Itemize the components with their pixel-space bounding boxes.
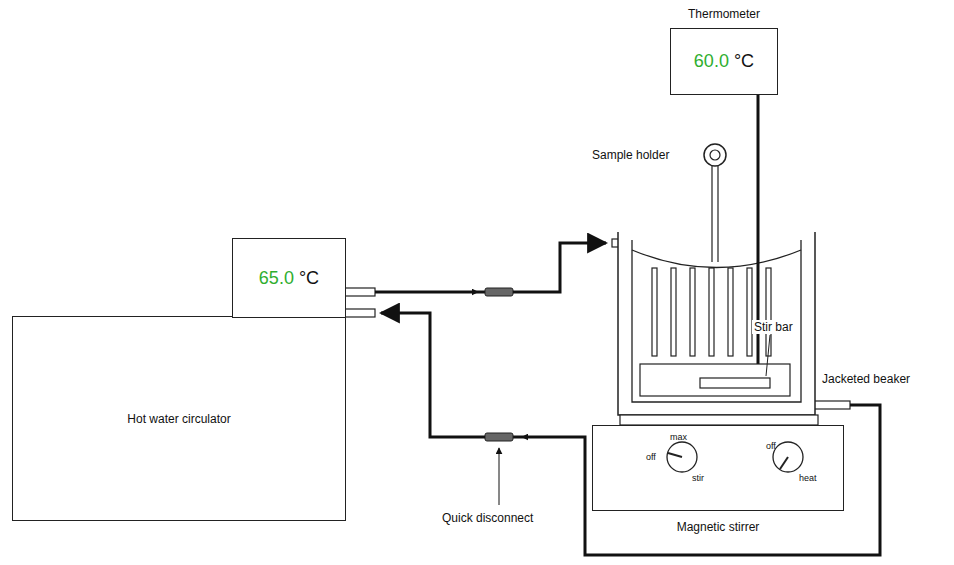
outlet-nozzle: [812, 401, 850, 409]
beaker-jacket: [618, 232, 815, 415]
leader-arrow: [499, 448, 500, 505]
unit: °C: [734, 51, 754, 71]
liquid-meniscus: [632, 250, 801, 268]
flow-arrow: [522, 437, 560, 438]
sample-holder-rod: [712, 166, 718, 262]
quick-disconnect: [485, 288, 513, 296]
knob-label: off: [764, 441, 778, 451]
heading: Thermometer: [671, 7, 777, 21]
knob-label: stir: [690, 473, 706, 483]
sample-strips: [652, 268, 771, 356]
return-hose: [381, 313, 485, 437]
readout: 60.0 °C: [694, 51, 754, 72]
knob-label: max: [668, 432, 689, 442]
heading: Magnetic stirrer: [593, 520, 843, 534]
unit: °C: [299, 268, 319, 288]
part-label: Quick disconnect: [440, 511, 535, 525]
stir-platform: [640, 364, 790, 396]
inner-beaker: [632, 240, 801, 402]
sample-strip: [766, 268, 771, 356]
sample-strip: [690, 268, 695, 356]
circulator-body: Hot water circulator: [12, 316, 346, 521]
outlet-port: [345, 288, 375, 296]
inlet-port: [345, 309, 375, 317]
knob-pointer: [780, 457, 788, 469]
stirrer-base: Magnetic stirrer: [592, 425, 844, 511]
stir-bar: [700, 378, 770, 388]
supply-hose: [513, 243, 606, 292]
sample-strip: [728, 268, 733, 356]
quick-disconnect: [485, 433, 513, 441]
leader-line: [766, 335, 770, 376]
sample-strip: [671, 268, 676, 356]
sample-holder-ring: [704, 144, 726, 166]
sample-strip: [747, 268, 752, 356]
flow-arrow: [440, 292, 478, 293]
knob-label: off: [644, 452, 658, 462]
return-hose: [513, 405, 880, 555]
supply-hose: [375, 291, 485, 294]
knob-label: heat: [797, 473, 819, 483]
part-label: Jacketed beaker: [820, 372, 912, 386]
heat-knob: [773, 442, 803, 472]
box-title: Hot water circulator: [127, 412, 230, 426]
sample-strip: [652, 268, 657, 356]
stirrer-plate: [620, 415, 818, 425]
stir-knob: [667, 442, 697, 472]
temperature-display: 65.0 °C: [232, 238, 346, 318]
part-label: Sample holder: [590, 148, 671, 162]
thermometer-display: Thermometer60.0 °C: [670, 28, 778, 95]
sample-holder-ring: [710, 150, 720, 160]
readout: 65.0 °C: [259, 268, 319, 289]
sample-strip: [709, 268, 714, 356]
temperature-value: 65.0: [259, 268, 294, 288]
knob-pointer: [668, 453, 682, 457]
temperature-value: 60.0: [694, 51, 729, 71]
part-label: Stir bar: [752, 320, 795, 334]
